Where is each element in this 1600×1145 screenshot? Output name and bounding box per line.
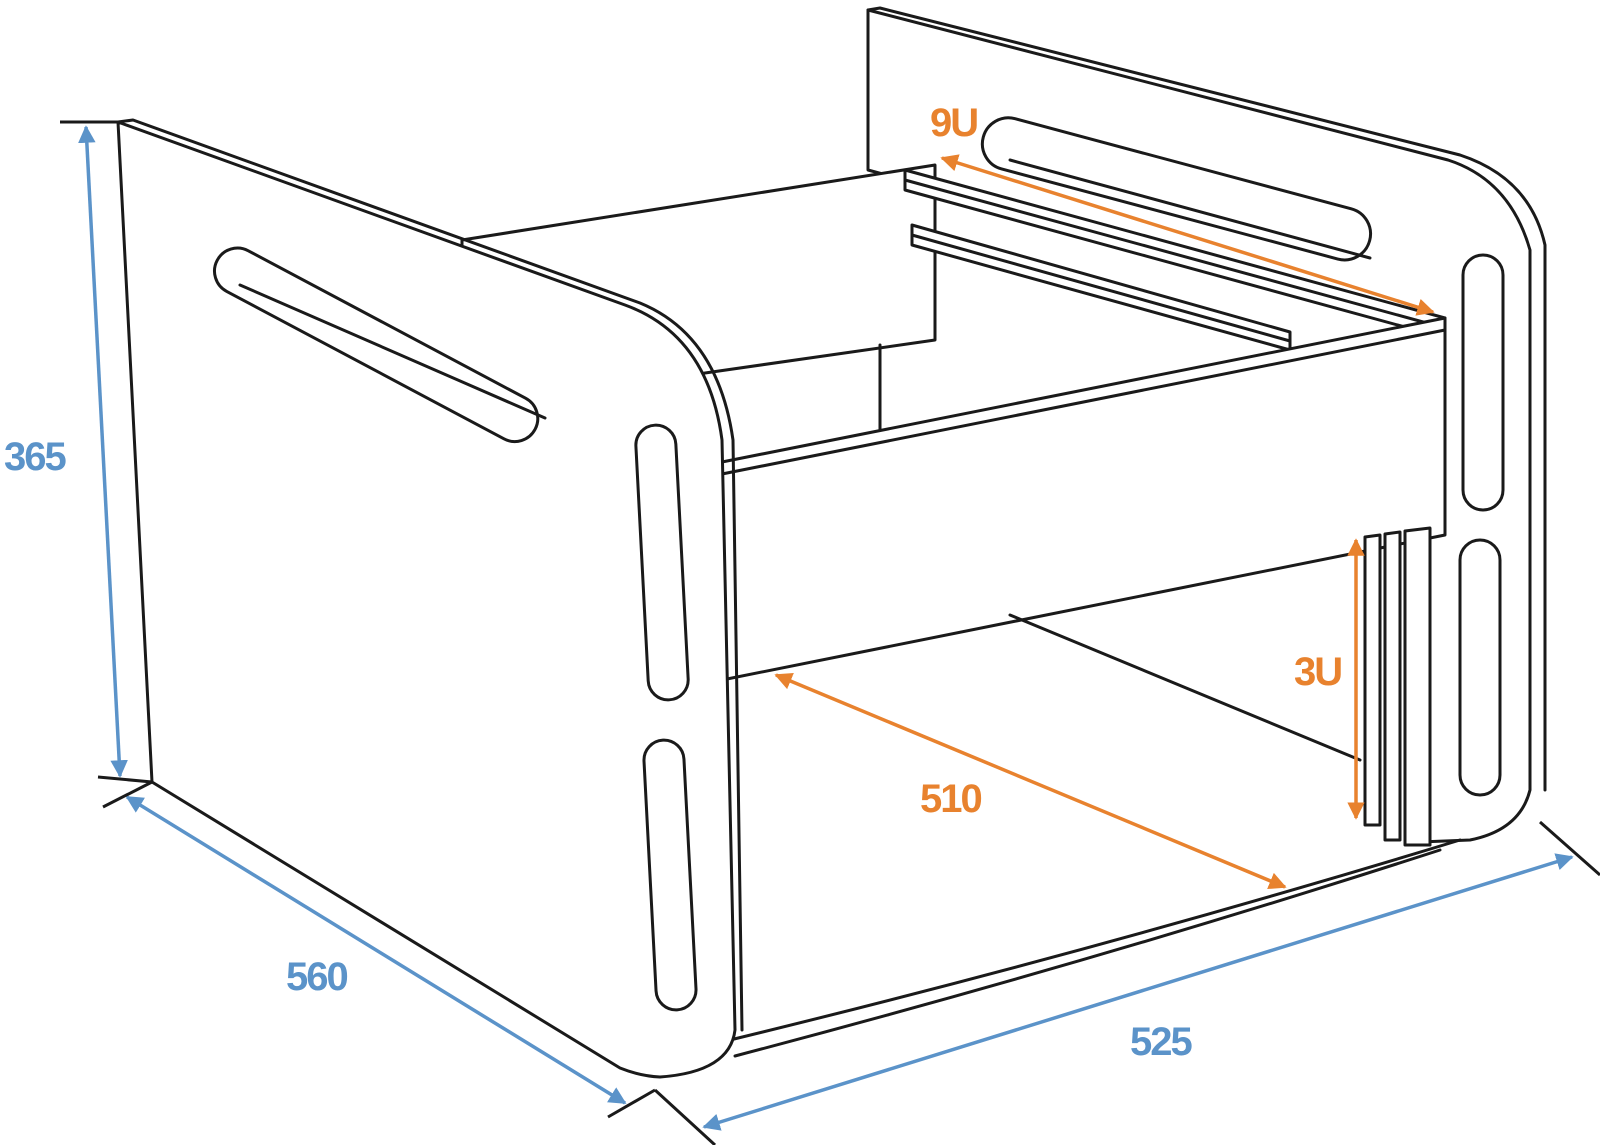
top-front-beam-edge [720,328,1447,476]
extension-lines [60,120,1600,1145]
left-vertical-slot-upper [634,423,690,702]
left-handle-slot-inner [238,283,547,420]
left-vertical-slot-lower [642,738,698,1012]
width-ext-right [1539,820,1600,877]
front-rail-1 [1363,533,1382,827]
front-rail-2 [1383,530,1402,842]
inner-depth-arrow [774,672,1287,890]
height-arrow [78,125,128,778]
top-rack-units-label: 9U [930,101,977,145]
depth-arrow [125,795,627,1105]
rear-vertical-slot-lower [1458,538,1502,797]
bottom-front-edge [728,838,1462,1042]
depth-label: 560 [286,955,347,999]
width-arrow [702,853,1574,1131]
width-label: 525 [1130,1020,1192,1064]
top-rack-arrow [940,154,1435,316]
height-ext-bottom [97,775,153,784]
rear-side-panel-edge [866,6,1547,792]
bottom-front-edge-2 [733,848,1442,1058]
depth-ext-right [607,1088,656,1119]
front-rail-3 [1403,526,1432,847]
height-label: 365 [4,435,66,479]
depth-ext-left [102,780,153,809]
inner-dimensions [774,154,1435,890]
outer-dimensions [78,125,1574,1131]
rear-vertical-slot-upper [1461,253,1505,512]
case-outline [116,6,1547,1079]
left-side-panel-edge [116,118,744,1032]
inner-depth-label: 510 [920,777,981,821]
width-ext-left [653,1088,717,1145]
top-front-beam [720,316,1447,682]
front-rack-units-label: 3U [1294,650,1341,694]
